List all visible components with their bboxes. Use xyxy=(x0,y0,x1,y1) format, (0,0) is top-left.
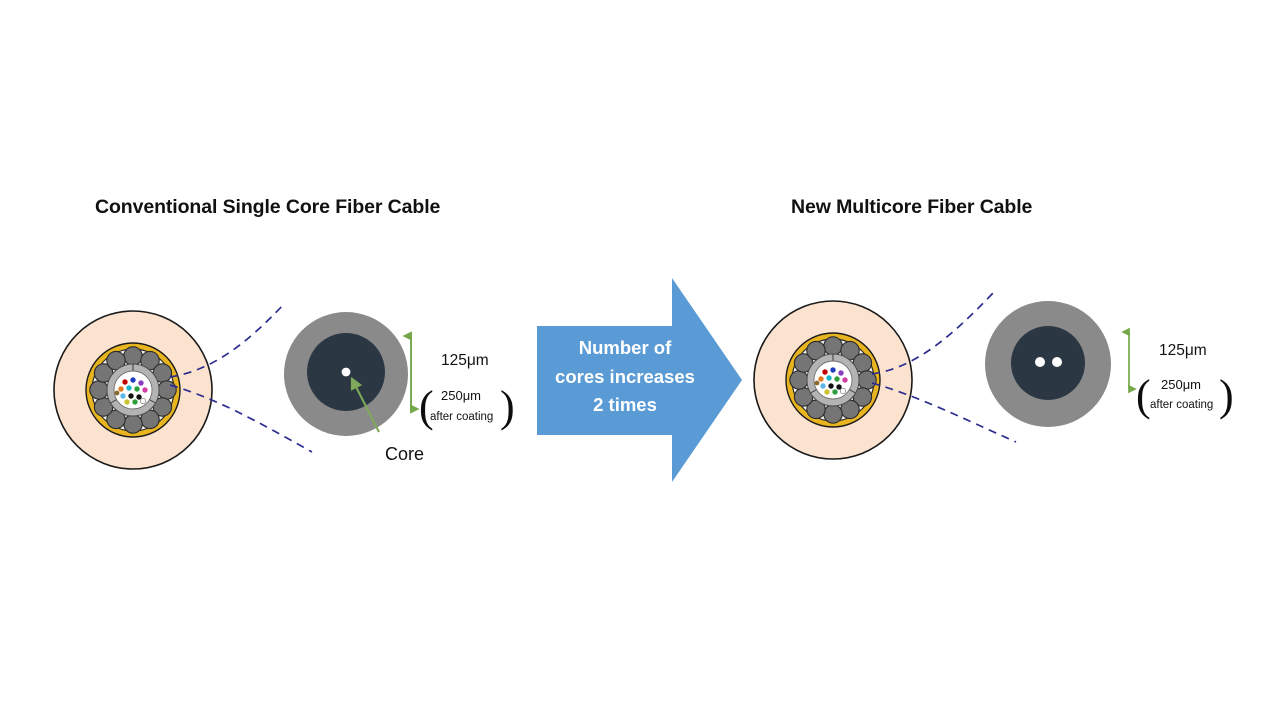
left-coating-dimension-label: 250μm xyxy=(441,388,482,403)
right-cable-cross-section xyxy=(753,300,913,460)
left-paren-close: ) xyxy=(500,382,515,431)
right-fiber-core-1 xyxy=(1035,357,1045,367)
core-label: Core xyxy=(385,444,425,464)
left-cladding-dimension-label: 125μm xyxy=(441,352,489,369)
left-coating-note-label: after coating xyxy=(430,411,494,423)
right-coating-dimension-label: 250μm xyxy=(1161,377,1202,392)
right-paren-close: ) xyxy=(1219,371,1234,420)
panel-title-right: New Multicore Fiber Cable xyxy=(791,196,1033,218)
right-callout-leader-bottom xyxy=(871,382,1017,443)
left-callout-leader-bottom xyxy=(169,384,313,453)
transition-arrow xyxy=(537,278,742,482)
right-magnified-fiber xyxy=(985,301,1111,427)
left-fiber-core-1 xyxy=(341,367,351,377)
left-magnified-fiber xyxy=(284,312,408,436)
core-pointer-arrow xyxy=(350,376,380,433)
right-paren-open: ( xyxy=(1136,371,1151,420)
right-coating-note-label: after coating xyxy=(1150,399,1214,411)
left-paren-open: ( xyxy=(419,382,434,431)
panel-title-left: Conventional Single Core Fiber Cable xyxy=(95,196,441,218)
right-fiber-cladding xyxy=(1011,326,1085,400)
left-callout-leader-top xyxy=(169,302,286,378)
right-fiber-core-2 xyxy=(1052,357,1062,367)
right-cladding-dimension-label: 125μm xyxy=(1159,342,1207,359)
right-callout-leader-top xyxy=(871,292,994,375)
